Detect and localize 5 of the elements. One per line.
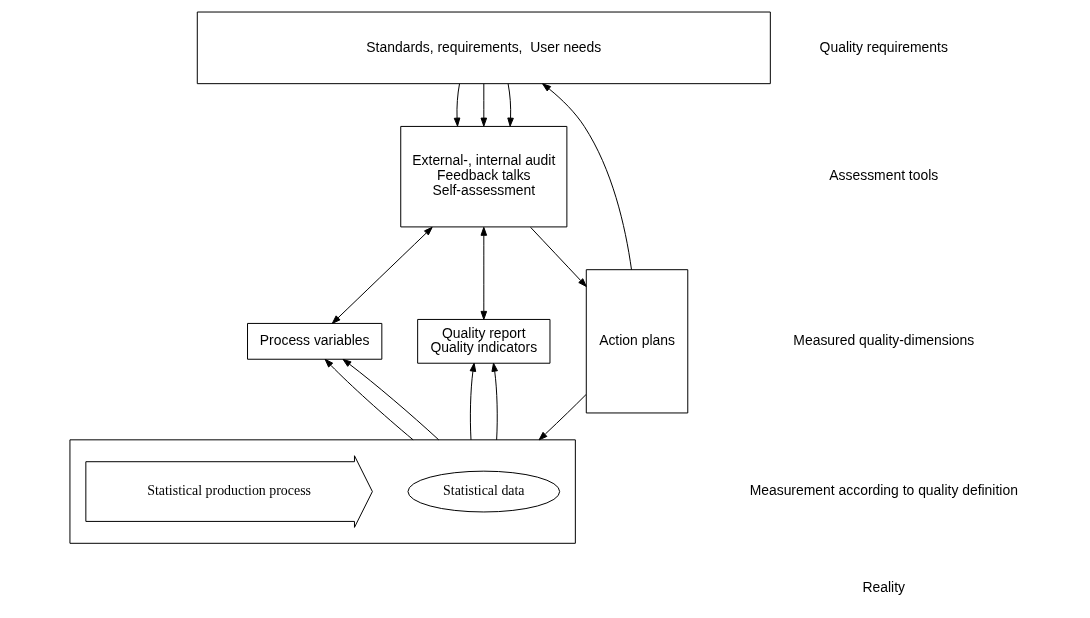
label: Assessment tools <box>829 167 939 184</box>
label: Measured quality-dimensions <box>793 332 975 349</box>
label: Reality <box>862 578 906 595</box>
label: Quality requirements <box>819 38 948 55</box>
label: Measurement according to quality definition <box>749 482 1018 499</box>
